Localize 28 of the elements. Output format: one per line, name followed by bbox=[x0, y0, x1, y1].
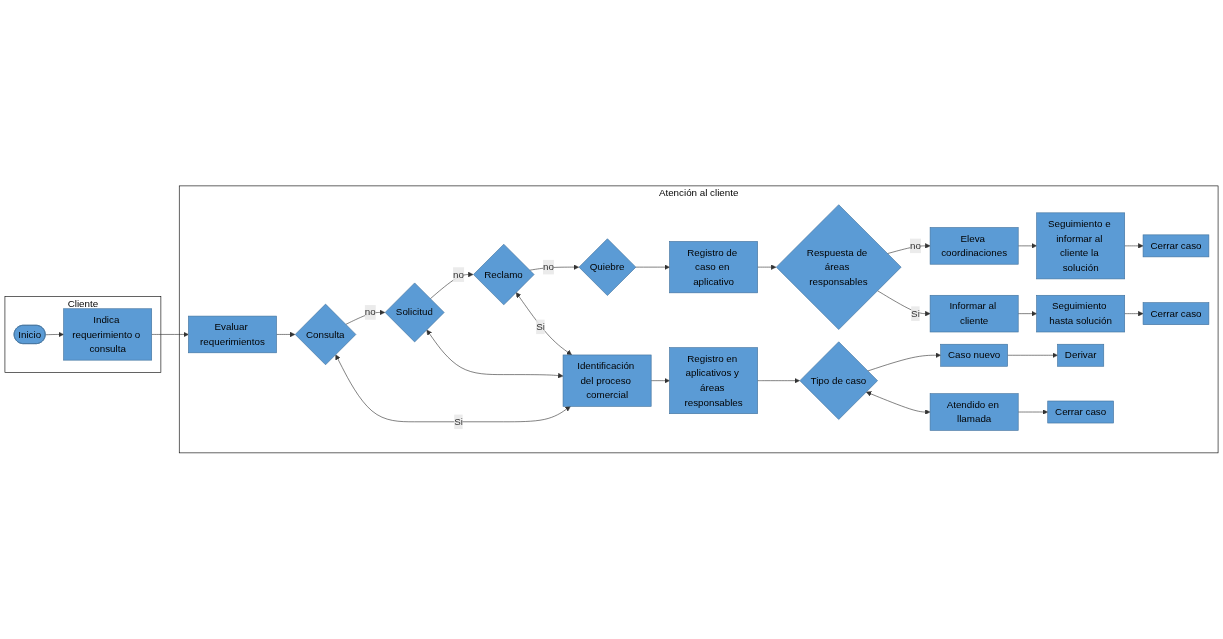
node-diamond: Tipo de caso bbox=[799, 341, 878, 420]
node-box: Evaluar requerimientos bbox=[188, 315, 277, 354]
node-box: Cerrar caso bbox=[1142, 234, 1210, 258]
node-diamond: Consulta bbox=[294, 303, 357, 366]
node-box: Caso nuevo bbox=[940, 344, 1008, 367]
node-diamond: Solicitud bbox=[384, 282, 445, 343]
edge-label: no bbox=[364, 307, 376, 318]
node-box: Registro de caso en aplicativo bbox=[669, 241, 758, 294]
node-box: Cerrar caso bbox=[1142, 302, 1210, 326]
node-diamond: Respuesta de áreas responsables bbox=[776, 204, 902, 330]
node-box: Eleva coordinaciones bbox=[929, 227, 1019, 265]
node-diamond: Quiebre bbox=[578, 238, 637, 296]
edge-label: Si bbox=[536, 321, 545, 332]
node-box: Registro en aplicativos y áreas responsables bbox=[669, 347, 758, 415]
node-box: Identificación del proceso comercial bbox=[562, 354, 652, 407]
node-box: Cerrar caso bbox=[1047, 400, 1114, 424]
node-box: Atendido en llamada bbox=[929, 393, 1019, 431]
node-box: Derivar bbox=[1057, 344, 1105, 367]
node-diamond: Reclamo bbox=[473, 244, 535, 306]
edge-label: no bbox=[453, 269, 464, 280]
edge-label: Si bbox=[911, 308, 920, 319]
node-box: Indica requerimiento o consulta bbox=[63, 308, 152, 361]
node-box: Informar al cliente bbox=[929, 295, 1019, 333]
node-box: Seguimiento hasta solución bbox=[1036, 295, 1125, 333]
edge-label: no bbox=[910, 240, 921, 251]
node-box: Seguimiento e informar al cliente la solución bbox=[1036, 212, 1125, 280]
edge-label: no bbox=[542, 261, 554, 273]
edge-label: Si bbox=[454, 416, 463, 427]
